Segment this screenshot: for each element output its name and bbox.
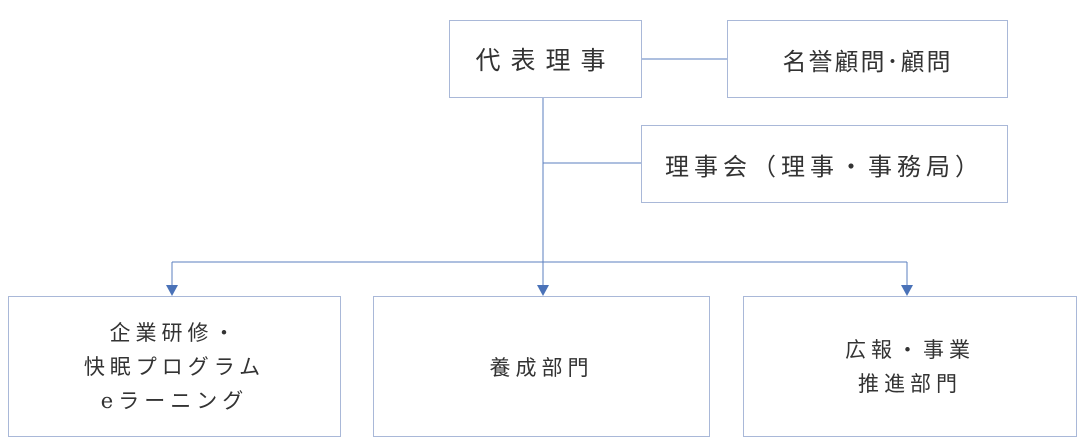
node-label: 名誉顧問･顧問 bbox=[782, 47, 953, 76]
node-training-department: 養成部門 bbox=[373, 296, 710, 437]
node-advisors: 名誉顧問･顧問 bbox=[727, 20, 1008, 98]
node-label: 代表理事 bbox=[475, 46, 616, 75]
arrow-left bbox=[166, 285, 178, 296]
node-board: 理事会（理事・事務局） bbox=[641, 125, 1008, 203]
node-label: 理事会（理事・事務局） bbox=[665, 152, 984, 181]
arrow-center bbox=[537, 285, 549, 296]
node-label-line: 企業研修・ bbox=[109, 320, 240, 345]
node-label-line: 快眠プログラム bbox=[83, 354, 266, 379]
node-corporate-training: 企業研修・ 快眠プログラム eラーニング bbox=[8, 296, 341, 437]
node-pr-department: 広報・事業 推進部門 bbox=[743, 296, 1077, 437]
node-representative-director: 代表理事 bbox=[449, 20, 642, 98]
node-label-line: 推進部門 bbox=[858, 371, 962, 396]
node-label-line: eラーニング bbox=[100, 388, 249, 413]
node-label-line: 広報・事業 bbox=[845, 337, 975, 362]
arrow-right bbox=[901, 285, 913, 296]
node-label: 養成部門 bbox=[489, 355, 594, 380]
